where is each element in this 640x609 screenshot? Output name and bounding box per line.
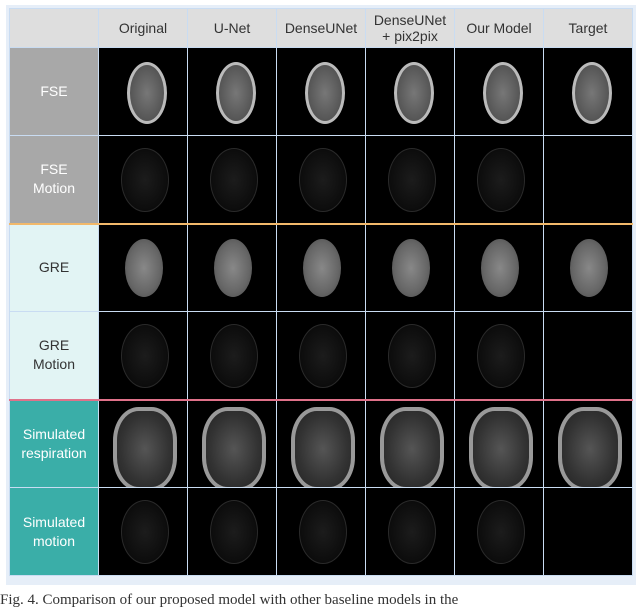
- mri-image: [187, 311, 277, 401]
- anatomy-shape: [121, 324, 169, 388]
- anatomy-shape: [291, 406, 355, 487]
- row-simulated-motion: Simulated motion: [9, 487, 633, 576]
- anatomy-shape: [113, 406, 177, 487]
- column-header: U-Net: [187, 8, 277, 48]
- mri-image: [276, 311, 366, 401]
- mri-image: [454, 399, 544, 488]
- anatomy-shape: [558, 406, 622, 487]
- anatomy-shape: [210, 324, 258, 388]
- mri-image: [543, 487, 633, 576]
- row-gre: GRE: [9, 223, 633, 312]
- row-gre-motion: GRE Motion: [9, 311, 633, 401]
- mri-image: [98, 47, 188, 136]
- mri-image: [98, 311, 188, 401]
- mri-image: [543, 223, 633, 312]
- mri-image: [98, 135, 188, 225]
- anatomy-shape: [216, 62, 256, 124]
- mri-image: [276, 47, 366, 136]
- anatomy-shape: [388, 324, 436, 388]
- mri-image: [543, 135, 633, 225]
- corner-cell: [9, 8, 99, 48]
- anatomy-shape: [483, 62, 523, 124]
- mri-image: [276, 399, 366, 488]
- mri-image: [365, 487, 455, 576]
- figure-caption: Fig. 4. Comparison of our proposed model…: [0, 592, 459, 608]
- anatomy-shape: [121, 500, 169, 564]
- anatomy-shape: [572, 62, 612, 124]
- mri-image: [365, 135, 455, 225]
- mri-image: [454, 223, 544, 312]
- anatomy-shape: [125, 238, 163, 297]
- row-label: FSE Motion: [9, 135, 99, 225]
- anatomy-shape: [477, 324, 525, 388]
- column-header: DenseUNet: [276, 8, 366, 48]
- mri-image: [454, 47, 544, 136]
- row-label: Simulated motion: [9, 487, 99, 576]
- anatomy-shape: [388, 148, 436, 212]
- anatomy-shape: [299, 500, 347, 564]
- anatomy-shape: [380, 406, 444, 487]
- row-label: GRE Motion: [9, 311, 99, 401]
- mri-image: [187, 487, 277, 576]
- anatomy-shape: [388, 500, 436, 564]
- anatomy-shape: [210, 148, 258, 212]
- anatomy-shape: [477, 500, 525, 564]
- anatomy-shape: [481, 238, 519, 297]
- column-header: Our Model: [454, 8, 544, 48]
- row-label: GRE: [9, 223, 99, 312]
- mri-image: [276, 487, 366, 576]
- anatomy-shape: [477, 148, 525, 212]
- mri-image: [365, 47, 455, 136]
- mri-image: [276, 135, 366, 225]
- mri-image: [187, 135, 277, 225]
- row-simulated-respiration: Simulated respiration: [9, 399, 633, 488]
- anatomy-shape: [394, 62, 434, 124]
- mri-image: [98, 223, 188, 312]
- mri-image: [543, 47, 633, 136]
- mri-image: [454, 487, 544, 576]
- mri-image: [543, 311, 633, 401]
- column-header: Original: [98, 8, 188, 48]
- anatomy-shape: [121, 148, 169, 212]
- row-fse-motion: FSE Motion: [9, 135, 633, 225]
- mri-image: [365, 311, 455, 401]
- row-label: Simulated respiration: [9, 399, 99, 488]
- mri-image: [365, 399, 455, 488]
- row-fse: FSE: [9, 47, 633, 136]
- anatomy-shape: [303, 238, 341, 297]
- anatomy-shape: [392, 238, 430, 297]
- anatomy-shape: [469, 406, 533, 487]
- anatomy-shape: [210, 500, 258, 564]
- mri-image: [543, 399, 633, 488]
- anatomy-shape: [202, 406, 266, 487]
- mri-image: [276, 223, 366, 312]
- row-label: FSE: [9, 47, 99, 136]
- mri-image: [98, 487, 188, 576]
- mri-image: [365, 223, 455, 312]
- anatomy-shape: [299, 324, 347, 388]
- mri-image: [454, 311, 544, 401]
- mri-image: [187, 47, 277, 136]
- anatomy-shape: [570, 238, 608, 297]
- mri-image: [454, 135, 544, 225]
- mri-image: [187, 399, 277, 488]
- column-header: DenseUNet + pix2pix: [365, 8, 455, 48]
- mri-image: [98, 399, 188, 488]
- anatomy-shape: [305, 62, 345, 124]
- anatomy-shape: [127, 62, 167, 124]
- mri-image: [187, 223, 277, 312]
- anatomy-shape: [214, 238, 252, 297]
- anatomy-shape: [299, 148, 347, 212]
- column-header: Target: [543, 8, 633, 48]
